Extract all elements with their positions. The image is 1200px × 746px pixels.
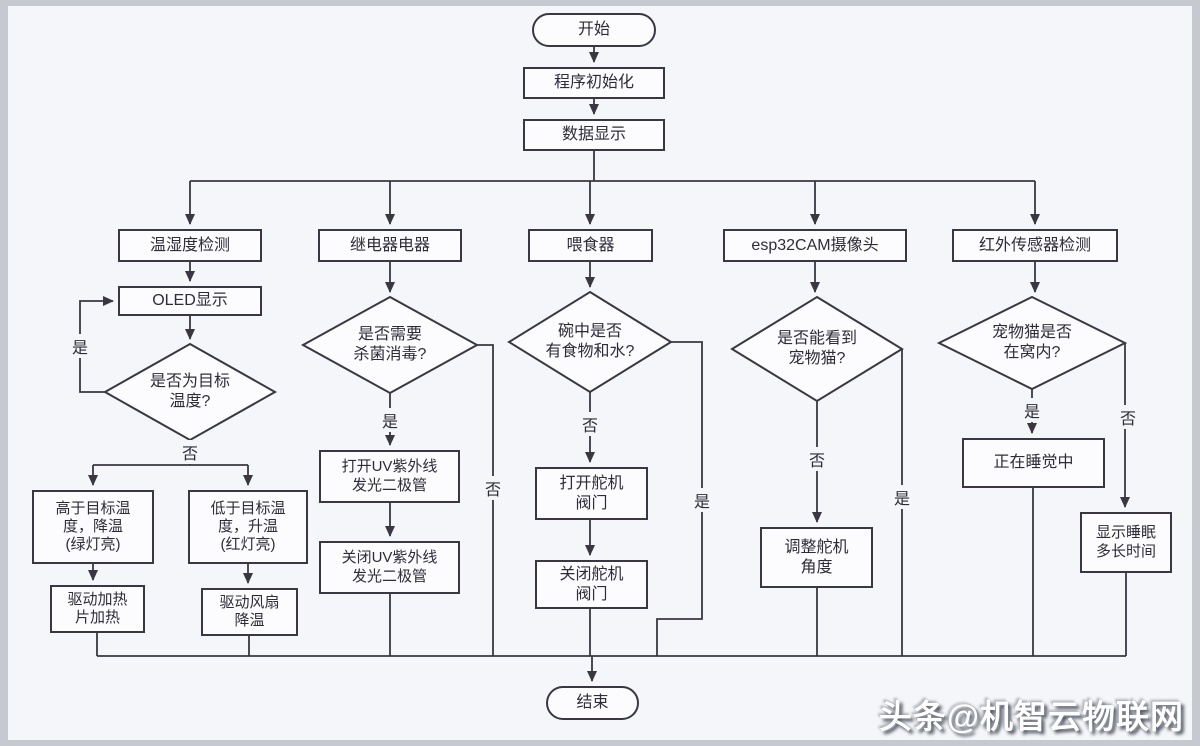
node-uv-led-on: 打开UV紫外线 发光二极管 <box>319 450 460 503</box>
frame-left-border <box>0 0 8 746</box>
edge-label-yes: 是 <box>378 408 402 432</box>
edge-label-no: 否 <box>1116 405 1140 429</box>
edge-label-yes: 是 <box>68 334 92 358</box>
decision-diamond-food-water <box>507 290 673 394</box>
node-esp32cam-camera: esp32CAM摄像头 <box>723 229 907 262</box>
node-drive-fan-cool: 驱动风扇 降温 <box>201 588 298 636</box>
decision-sterilize-label: 是否需要 杀菌消毒? <box>353 326 427 363</box>
node-program-init: 程序初始化 <box>523 67 665 99</box>
node-servo-valve-open: 打开舵机 阀门 <box>535 467 648 520</box>
decision-diamond-cat-in-nest <box>936 295 1128 391</box>
node-sleep-duration: 显示睡眠 多长时间 <box>1080 512 1172 573</box>
edge-label-yes: 是 <box>1020 398 1044 422</box>
node-drive-heater: 驱动加热 片加热 <box>50 585 145 633</box>
decision-diamond-sterilize <box>300 295 480 395</box>
edge-label-no: 否 <box>481 476 505 500</box>
node-temp-humidity-detect: 温湿度检测 <box>118 229 262 262</box>
edge-label-no: 否 <box>805 447 829 471</box>
node-adjust-servo-angle: 调整舵机 角度 <box>760 527 873 588</box>
node-data-display: 数据显示 <box>523 119 665 151</box>
node-below-target-heat: 低于目标温 度，升温 (红灯亮) <box>188 490 308 564</box>
decision-see-cat-label: 是否能看到 宠物猫? <box>776 330 857 367</box>
edge-label-no: 否 <box>578 412 602 436</box>
node-start: 开始 <box>532 13 656 47</box>
node-above-target-cool: 高于目标温 度，降温 (绿灯亮) <box>32 490 154 564</box>
edge-label-yes: 是 <box>690 488 714 512</box>
frame-top-border <box>0 0 1200 6</box>
node-feeder: 喂食器 <box>528 229 653 262</box>
frame-bottom-border <box>0 740 1200 746</box>
node-sleeping: 正在睡觉中 <box>962 438 1105 488</box>
decision-diamond-see-cat <box>730 295 904 403</box>
node-ir-sensor-detect: 红外传感器检测 <box>952 229 1118 262</box>
edge-label-yes: 是 <box>890 485 914 509</box>
decision-target-temp-label: 是否为目标 温度? <box>149 373 230 410</box>
node-relay-appliance: 继电器电器 <box>318 229 462 262</box>
node-oled-display: OLED显示 <box>118 286 262 316</box>
decision-food-water-label: 碗中是否 有食物和水? <box>545 323 635 360</box>
node-end: 结束 <box>546 686 639 720</box>
node-uv-led-off: 关闭UV紫外线 发光二极管 <box>319 541 460 594</box>
edge-label-no: 否 <box>178 440 202 464</box>
watermark-toutiao-gizwits: 头条@机智云物联网 <box>878 698 1184 735</box>
decision-cat-in-nest-label: 宠物猫是否 在窝内? <box>991 324 1072 361</box>
node-servo-valve-close: 关闭舵机 阀门 <box>535 560 648 609</box>
frame-right-border <box>1192 0 1200 746</box>
